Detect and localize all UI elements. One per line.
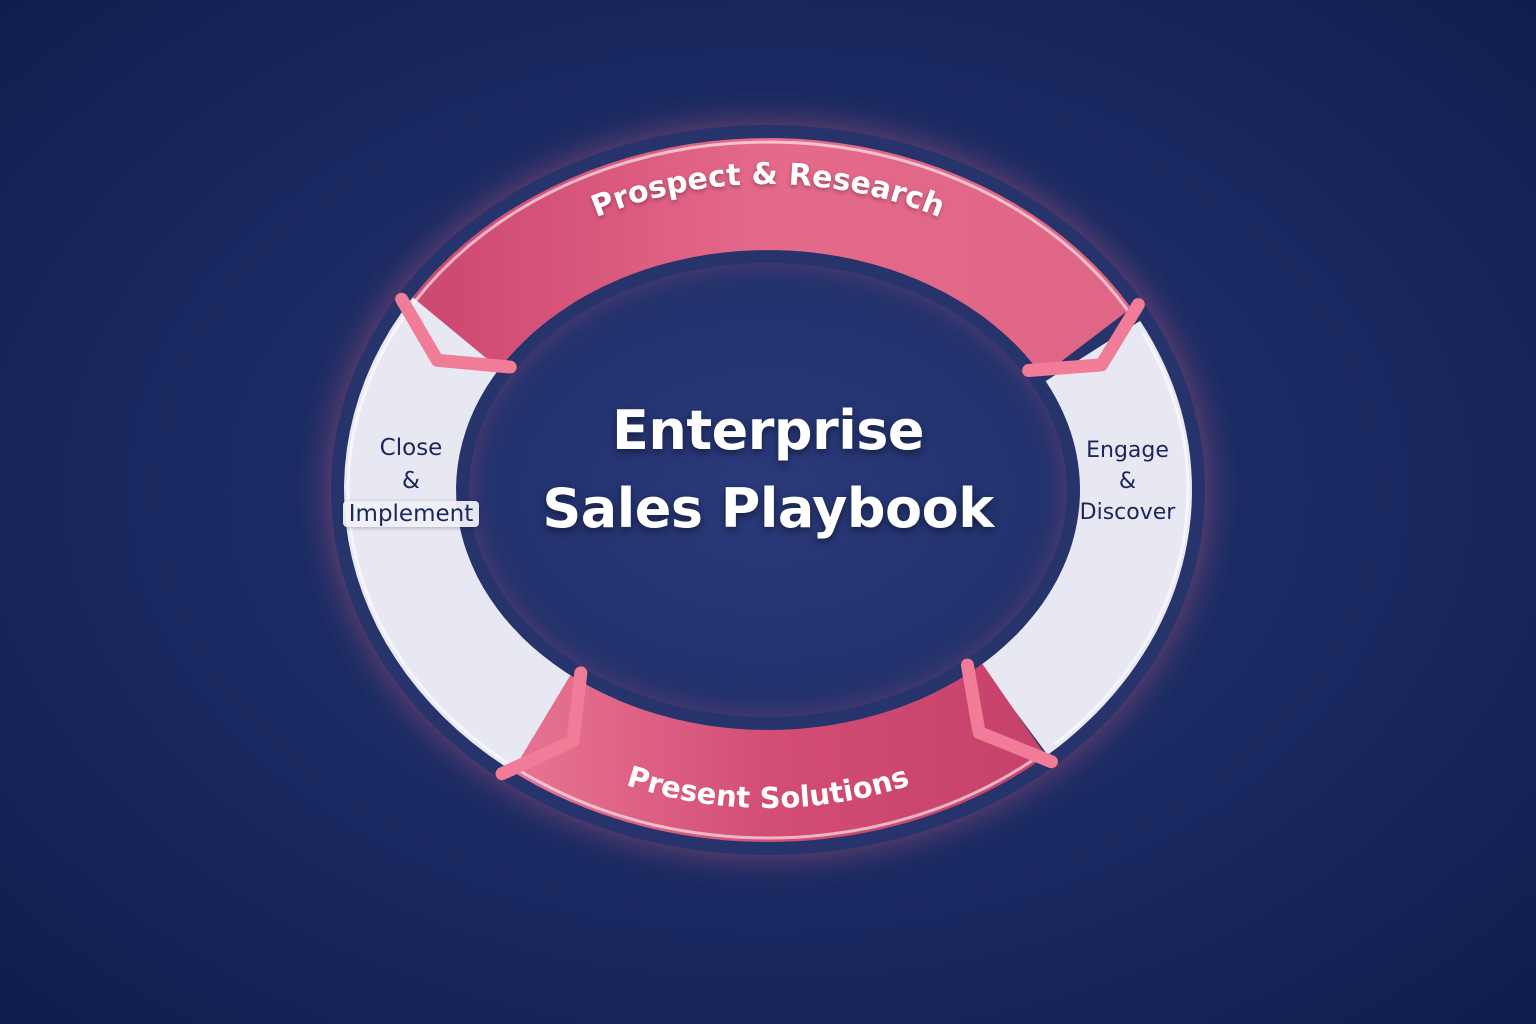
stage-label-close-implement: Close & Implement xyxy=(336,432,486,531)
arrow-head-icon xyxy=(960,658,1058,769)
label-line: Close xyxy=(379,435,443,461)
diagram-title: Enterprise Sales Playbook xyxy=(468,392,1068,548)
title-line-2: Sales Playbook xyxy=(542,477,994,540)
segment-engage-discover xyxy=(980,320,1193,755)
arrow-head-icon xyxy=(495,666,588,781)
segment-present-solutions-edge xyxy=(514,751,1045,840)
arrow-head-icon xyxy=(395,292,517,374)
segment-prospect-research xyxy=(412,137,1132,376)
title-line-1: Enterprise xyxy=(612,399,924,462)
segment-present-solutions xyxy=(512,663,1047,843)
arrow-head-icon xyxy=(1022,298,1145,378)
label-line: & xyxy=(1118,469,1137,494)
label-line: Discover xyxy=(1079,500,1176,525)
label-line: & xyxy=(402,468,420,494)
stage-label-engage-discover: Engage & Discover xyxy=(1070,435,1185,528)
label-line: Engage xyxy=(1086,438,1169,463)
label-line: Implement xyxy=(342,501,480,527)
segment-prospect-research-edge xyxy=(414,140,1130,312)
segment-engage-discover-edge xyxy=(1053,331,1190,746)
